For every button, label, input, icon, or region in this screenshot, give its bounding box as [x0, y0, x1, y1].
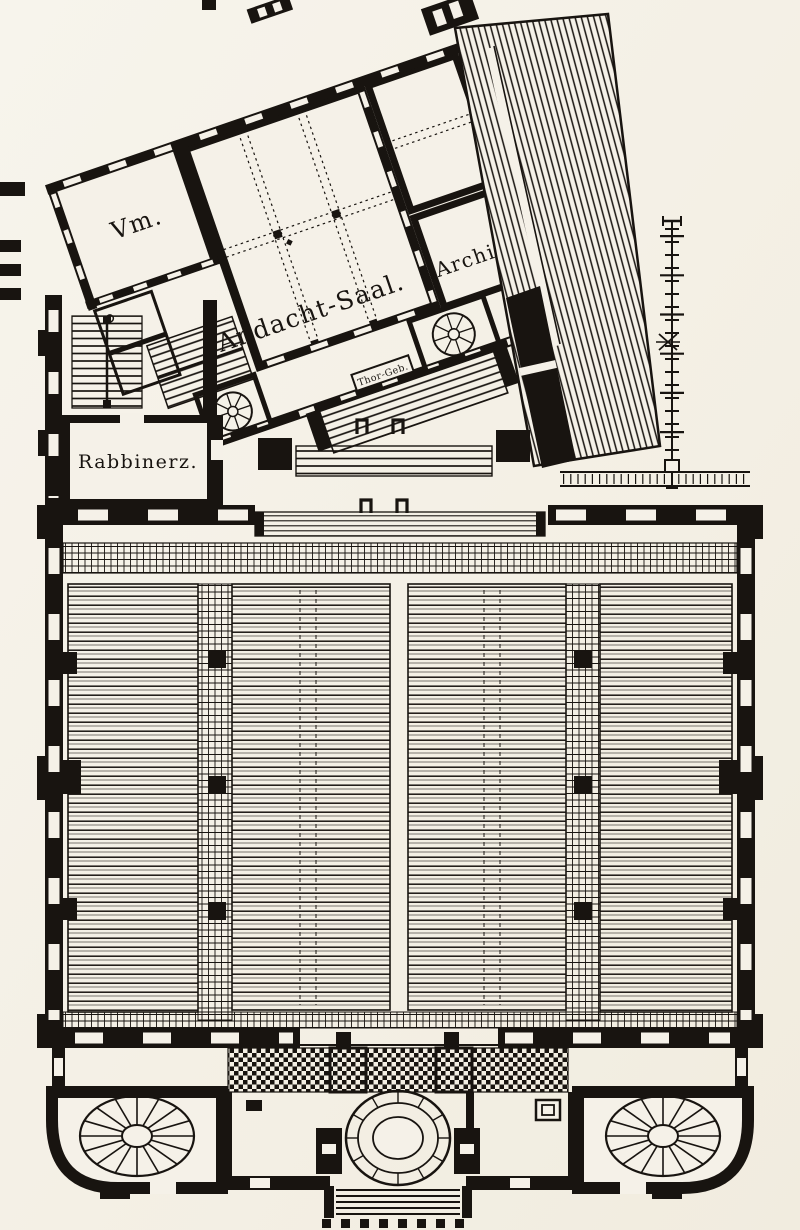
vestibule-pier — [328, 1046, 368, 1094]
edge-fragments — [0, 0, 480, 300]
entrance-wing — [46, 1086, 754, 1228]
dentil-row — [322, 1219, 464, 1228]
scale-bar — [656, 216, 684, 489]
mosaic-floor-band — [62, 542, 738, 574]
bench-block-right — [599, 583, 733, 1013]
boundary-wall — [560, 471, 750, 487]
annex-staircase — [71, 315, 143, 409]
aisle-left — [197, 583, 233, 1021]
bench-block-left — [67, 583, 199, 1013]
rear-opening — [300, 1032, 498, 1047]
oval-stair-right — [604, 1094, 722, 1178]
vestibule — [52, 1046, 748, 1094]
court-steps — [295, 445, 493, 477]
wing-windows — [50, 28, 605, 446]
vm-room — [51, 146, 215, 304]
bench-block-center-left — [231, 583, 391, 1011]
aisle-columns — [208, 650, 592, 920]
vestibule-mosaic — [227, 1047, 569, 1093]
rabbi-room-label: Rabbinerz. — [78, 451, 198, 473]
center-mark-icon — [286, 238, 293, 246]
gallery-edge-lines — [299, 590, 501, 1005]
column-bracket-icon — [395, 498, 409, 513]
rabbi-room: Rabbinerz. — [62, 413, 223, 507]
rear-floor-band — [62, 1011, 738, 1029]
column-bracket-icon — [391, 418, 405, 434]
oval-stair-left — [78, 1094, 196, 1178]
entrance-steps — [336, 1189, 460, 1215]
ark-platform — [254, 498, 546, 537]
forecourt — [258, 286, 750, 487]
basin — [534, 1098, 562, 1122]
column-bracket-icon — [359, 498, 373, 513]
bench-block-center-right — [407, 583, 567, 1011]
main-hall — [37, 498, 763, 1048]
aisle-right — [565, 583, 601, 1021]
left-annex: Rabbinerz. — [38, 295, 223, 510]
scale-star-icon — [656, 333, 680, 351]
vestibule-pier — [434, 1046, 474, 1094]
column-bracket-icon — [355, 418, 369, 434]
neighbor-parcel — [453, 12, 662, 468]
entrance-partitions — [100, 1092, 682, 1218]
court-diagonal-wall — [506, 286, 576, 468]
prayer-hall-room — [179, 82, 442, 373]
hall-windows — [48, 509, 752, 1044]
apse-radial-ticks — [346, 1091, 450, 1185]
apse — [344, 1089, 452, 1187]
